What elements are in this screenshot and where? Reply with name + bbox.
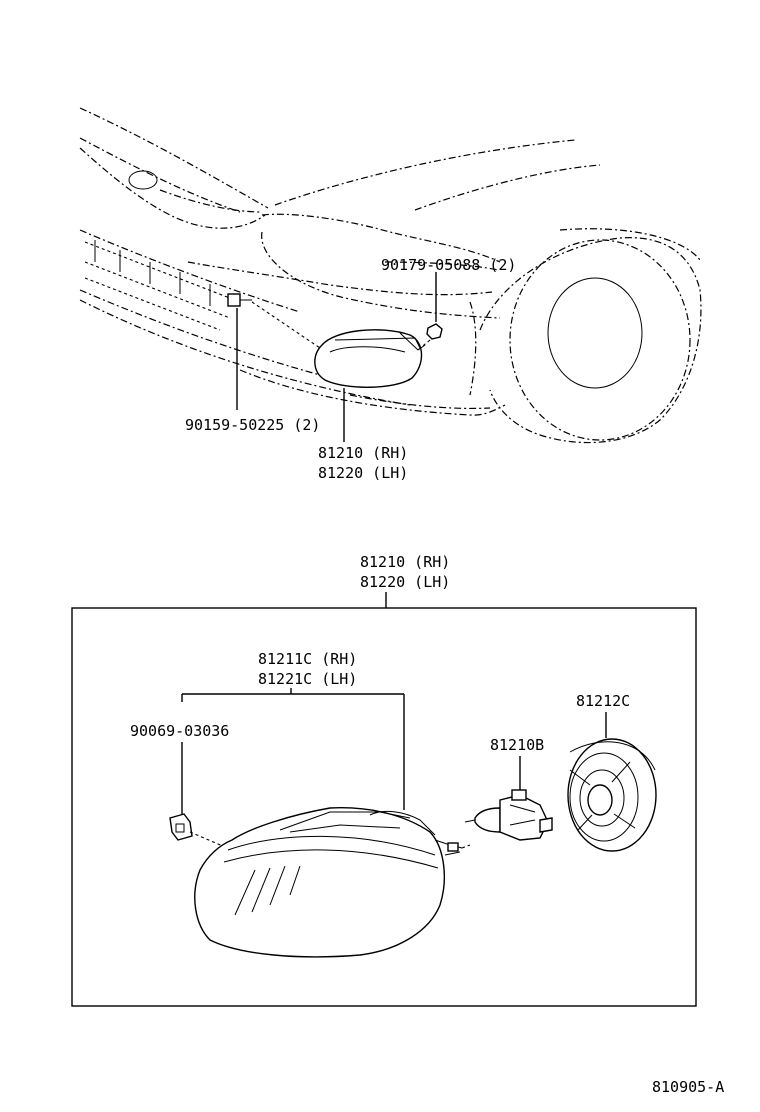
label-lens-lh: 81221C (LH) xyxy=(258,670,357,688)
label-lamp-lh-top: 81220 (LH) xyxy=(318,464,408,482)
diagram-code: 810905-A xyxy=(652,1078,724,1096)
label-bulb: 81210B xyxy=(490,736,544,754)
socket-part xyxy=(567,738,657,852)
label-socket: 81212C xyxy=(576,692,630,710)
label-lamp-rh-top: 81210 (RH) xyxy=(318,444,408,462)
vehicle-front-view xyxy=(79,107,702,444)
label-assy-rh: 81210 (RH) xyxy=(360,553,450,571)
label-bolt-part-number: 90179-05088 (2) xyxy=(381,256,516,274)
label-clip: 90069-03036 xyxy=(130,722,229,740)
bulb-part xyxy=(464,789,553,841)
label-assy-lh: 81220 (LH) xyxy=(360,573,450,591)
leader-lens-bracket xyxy=(181,688,405,810)
fog-lamp-assembly xyxy=(194,807,471,958)
label-screw-part-number: 90159-50225 (2) xyxy=(185,416,320,434)
assembly-frame xyxy=(71,607,697,1007)
label-lens-rh: 81211C (RH) xyxy=(258,650,357,668)
